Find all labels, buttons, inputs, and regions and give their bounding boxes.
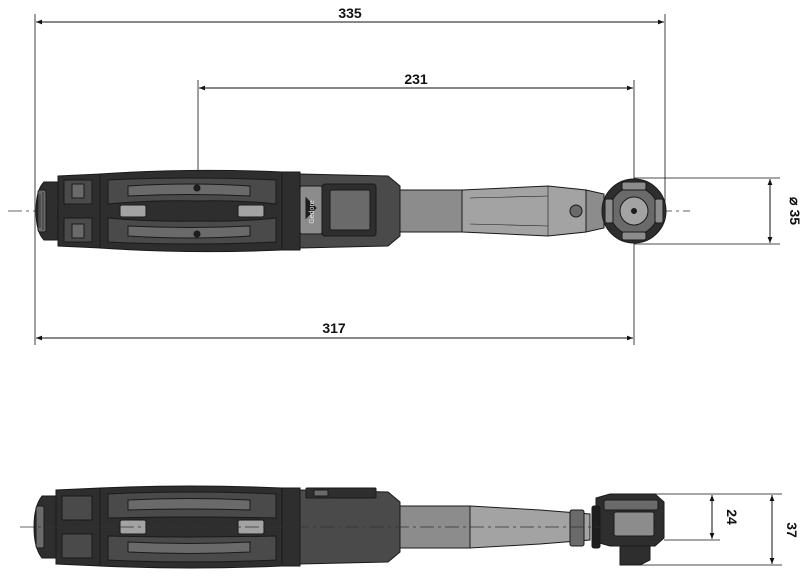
brand-logo-text: Gedore (309, 200, 316, 223)
ratchet-head (601, 178, 667, 244)
dimension-handle-to-head: 231 (404, 71, 428, 87)
handle-grip-rear (57, 173, 101, 249)
wrench-shaft (399, 185, 605, 237)
side-view: 24 37 (20, 485, 800, 569)
top-view: 335 231 317 ⌀ 35 (8, 5, 800, 345)
square-drive (619, 545, 651, 566)
side-wrench-shaft (399, 505, 471, 549)
dimension-total-height: 37 (784, 522, 800, 538)
dimension-drive-height: 24 (724, 509, 740, 525)
dimension-head-diameter: ⌀ 35 (787, 197, 800, 225)
wrench-body: Gedore (281, 171, 401, 251)
dimension-body-length: 317 (322, 320, 346, 336)
handle-grip-main (99, 169, 283, 253)
diameter-symbol: ⌀ (787, 197, 800, 206)
diameter-value: 35 (787, 209, 800, 225)
end-cap (35, 181, 59, 241)
side-ratchet-head (591, 493, 665, 566)
dimension-overall-length: 335 (338, 5, 362, 21)
